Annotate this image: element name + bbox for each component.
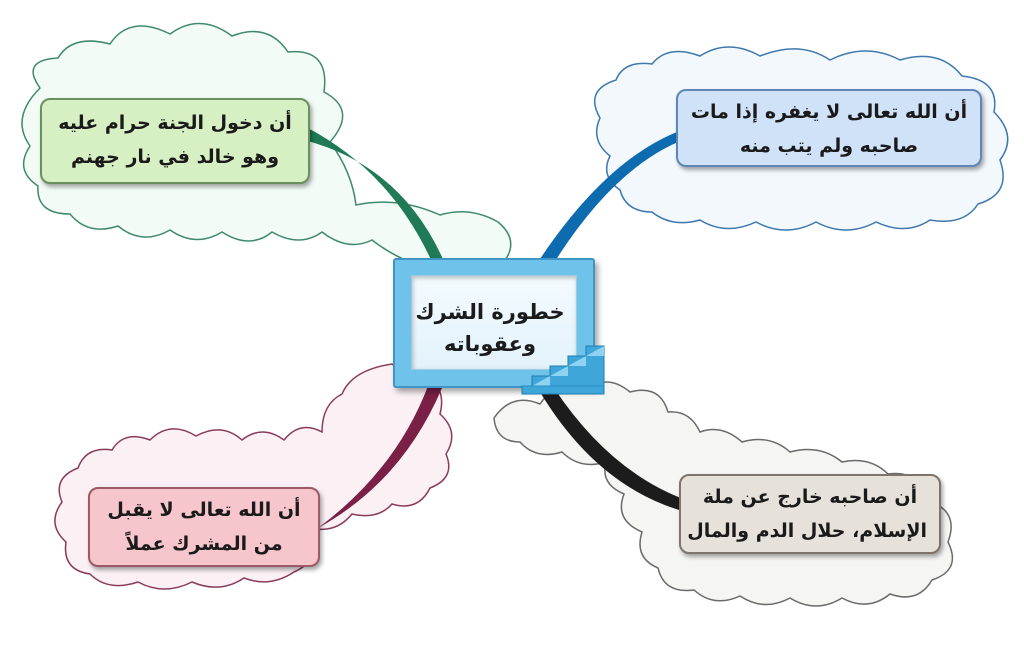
branch-bottom-left xyxy=(318,386,442,528)
branch-bottom-right xyxy=(540,388,686,512)
branch-top-left xyxy=(304,126,446,266)
branch-text: من المشرك عملاً xyxy=(125,533,283,555)
central-topic-title: خطورة الشرك وعقوباته xyxy=(400,296,580,360)
central-title-line: خطورة الشرك xyxy=(415,300,565,324)
branch-text: أن الله تعالى لا يقبل xyxy=(107,499,301,521)
branch-text: الإسلام، حلال الدم والمال xyxy=(687,520,927,542)
branch-box-top-left: أن دخول الجنة حرام عليه وهو خالد في نار … xyxy=(40,98,310,184)
branch-text: وهو خالد في نار جهنم xyxy=(70,146,280,168)
branch-box-bottom-right: أن صاحبه خارج عن ملة الإسلام، حلال الدم … xyxy=(679,474,941,554)
central-title-line: وعقوباته xyxy=(443,332,537,356)
branch-text: أن الله تعالى لا يغفره إذا مات xyxy=(690,101,968,123)
branch-text: أن دخول الجنة حرام عليه xyxy=(58,112,292,134)
branch-text: صاحبه ولم يتب منه xyxy=(739,135,919,157)
branch-box-top-right: أن الله تعالى لا يغفره إذا مات صاحبه ولم… xyxy=(676,89,982,167)
branch-box-bottom-left: أن الله تعالى لا يقبل من المشرك عملاً xyxy=(88,487,320,567)
branch-text: أن صاحبه خارج عن ملة xyxy=(702,486,918,508)
